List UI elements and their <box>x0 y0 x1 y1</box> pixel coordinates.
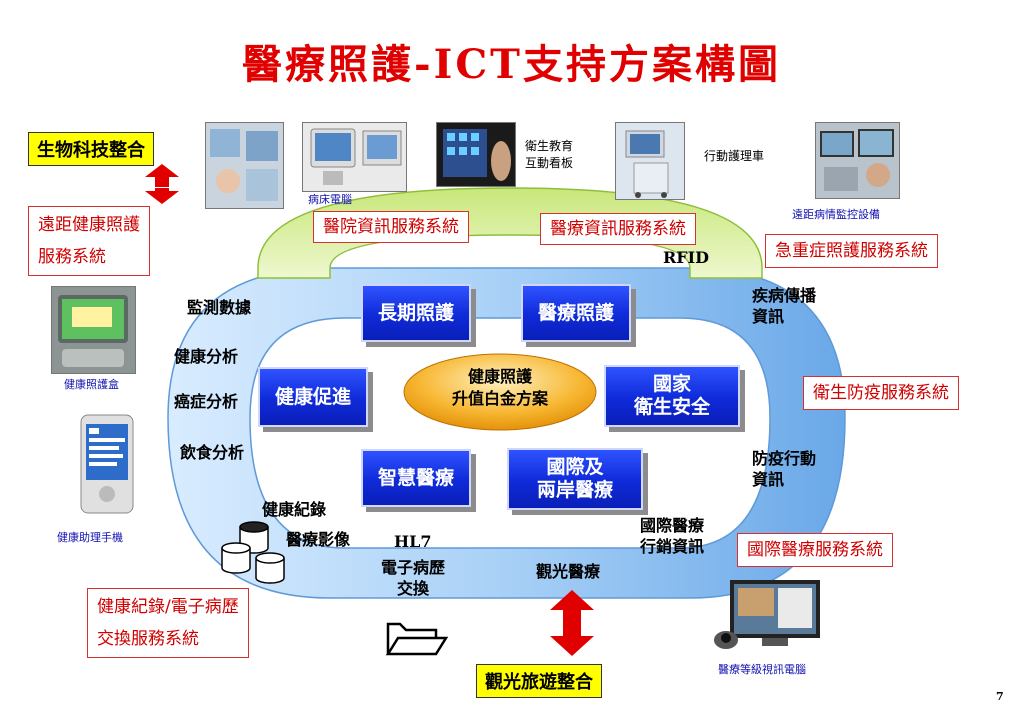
medical-info-service-box: 醫療資訊服務系統 <box>540 213 696 245</box>
intl-cross-strait-button[interactable]: 國際及 兩岸醫療 <box>507 448 643 510</box>
disease-spread-label: 疾病傳播 資訊 <box>752 286 817 326</box>
cancer-analysis-label: 癌症分析 <box>174 392 239 411</box>
smart-medical-button[interactable]: 智慧醫療 <box>361 449 471 507</box>
page-title: 醫療照護-ICT支持方案構圖 <box>242 41 781 88</box>
hospital-info-service-box: 醫院資訊服務系統 <box>313 211 469 243</box>
assistant-phone-photo <box>80 414 134 514</box>
national-health-security-button[interactable]: 國家 衛生安全 <box>604 365 740 427</box>
nursing-cart-photo <box>615 122 685 200</box>
epidemic-action-label: 防疫行動 資訊 <box>752 449 817 489</box>
edu-board-photo <box>436 122 516 187</box>
diet-analysis-label: 飲食分析 <box>180 443 245 462</box>
video-pc-caption: 醫療等級視訊電腦 <box>718 663 806 676</box>
video-pc-photo <box>712 578 822 654</box>
medical-imaging-label: 醫療影像 <box>286 530 351 549</box>
tourism-integration-box: 觀光旅遊整合 <box>476 664 602 698</box>
remote-care-service-box: 遠距健康照護 服務系統 <box>28 206 150 276</box>
folder-icon <box>385 622 449 656</box>
bedside-pc-caption: 病床電腦 <box>308 193 352 206</box>
edu-board-caption: 衛生教育 互動看板 <box>525 139 574 170</box>
center-ellipse <box>403 353 597 431</box>
hl7-label: HL7 <box>394 532 432 551</box>
long-term-care-button[interactable]: 長期照護 <box>361 284 471 342</box>
emergency-service-box: 急重症照護服務系統 <box>765 234 938 268</box>
database-icon <box>221 521 285 584</box>
nursing-cart-caption: 行動護理車 <box>704 149 765 163</box>
center-label: 健康照護 升值白金方案 <box>451 367 548 408</box>
health-promotion-button[interactable]: 健康促進 <box>258 367 368 427</box>
remote-care-photo <box>205 122 284 209</box>
tourism-medical-label: 觀光醫療 <box>536 562 601 581</box>
red-double-arrow-bottom <box>550 590 594 656</box>
red-double-arrow-top <box>145 164 179 204</box>
remote-monitor-caption: 遠距病情監控設備 <box>792 208 880 221</box>
health-analysis-label: 健康分析 <box>174 347 239 366</box>
intl-marketing-label: 國際醫療 行銷資訊 <box>640 516 705 556</box>
health-defense-service-box: 衛生防疫服務系統 <box>803 376 959 410</box>
care-box-photo <box>51 286 136 374</box>
remote-monitor-photo <box>815 122 900 199</box>
assistant-phone-caption: 健康助理手機 <box>57 531 123 544</box>
care-box-caption: 健康照護盒 <box>64 378 119 391</box>
bedside-pc-photo <box>302 122 407 192</box>
medical-care-button[interactable]: 醫療照護 <box>521 284 631 342</box>
rfid-label: RFID <box>663 248 710 267</box>
monitoring-data-label: 監測數據 <box>187 298 252 317</box>
biotech-integration-box: 生物科技整合 <box>28 132 154 166</box>
page-number: 7 <box>996 690 1004 703</box>
intl-medical-service-box: 國際醫療服務系統 <box>737 533 893 567</box>
health-records-label: 健康紀錄 <box>262 500 327 519</box>
emr-exchange-label: 電子病歷 交換 <box>380 558 445 598</box>
records-exchange-service-box: 健康紀錄/電子病歷 交換服務系統 <box>87 588 249 658</box>
